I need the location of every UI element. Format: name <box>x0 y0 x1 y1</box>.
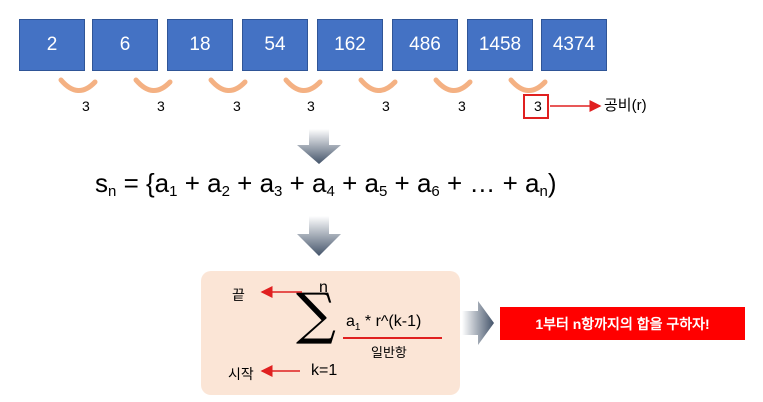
ratio-highlight-box <box>523 94 549 119</box>
down-arrow-2 <box>297 216 341 256</box>
sum-subscript: n <box>108 183 117 200</box>
ratio-value: 3 <box>82 98 90 114</box>
upper-limit: n <box>319 279 328 296</box>
ratio-arc <box>133 77 173 93</box>
start-label: 시작 <box>228 366 254 382</box>
ratio-arc <box>58 77 98 93</box>
ratio-value: 3 <box>534 98 542 114</box>
sequence-term-box: 6 <box>92 19 158 71</box>
right-arrow <box>462 301 494 345</box>
goal-callout: 1부터 n항까지의 합을 구하자! <box>500 307 745 340</box>
sum-formula: sn = {a1 + a2 + a3 + a4 + a5 + a6 + … + … <box>95 168 557 200</box>
ratio-arc <box>283 77 323 93</box>
sigma-panel <box>201 271 460 395</box>
lower-limit: k=1 <box>311 362 338 379</box>
sequence-term-box: 4374 <box>541 19 607 71</box>
general-term: a1 * r^(k-1) <box>346 313 422 334</box>
ratio-arc <box>358 77 398 93</box>
end-label: 끝 <box>232 287 245 303</box>
general-term-label: 일반항 <box>371 345 407 360</box>
ratio-value: 3 <box>233 98 241 114</box>
sequence-term-box: 1458 <box>467 19 533 71</box>
sequence-term-box: 486 <box>392 19 458 71</box>
ratio-value: 3 <box>157 98 165 114</box>
sequence-term-box: 54 <box>242 19 308 71</box>
sequence-term-box: 18 <box>167 19 233 71</box>
sigma-symbol: ∑ <box>296 282 336 347</box>
sequence-term-box: 2 <box>19 19 85 71</box>
sequence-term-box: 162 <box>317 19 383 71</box>
ratio-name-label: 공비(r) <box>604 97 647 114</box>
ratio-arc <box>508 77 548 93</box>
ratio-arc <box>208 77 248 93</box>
ratio-arcs <box>58 77 548 93</box>
ratio-value: 3 <box>307 98 315 114</box>
sum-symbol: s <box>95 168 108 198</box>
general-term-underline <box>343 337 442 339</box>
down-arrow-1 <box>297 129 341 164</box>
ratio-value: 3 <box>382 98 390 114</box>
ratio-value: 3 <box>458 98 466 114</box>
ratio-arc <box>433 77 473 93</box>
